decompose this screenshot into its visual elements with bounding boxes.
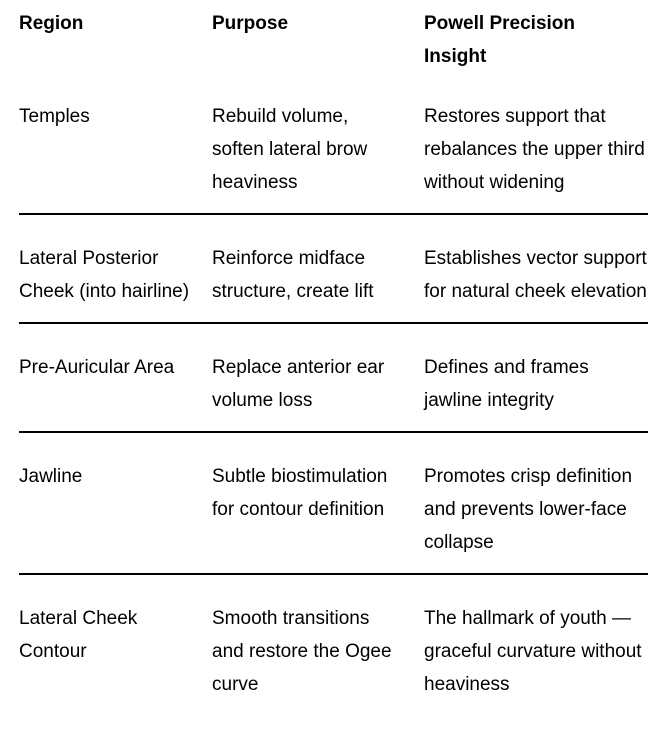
cell-region: Lateral Cheek Contour (19, 608, 138, 662)
table-row-lateral-posterior-cheek: Lateral Posterior Cheek (into hairline) … (19, 214, 648, 324)
cell-purpose: Smooth transitions and restore the Ogee … (212, 608, 392, 695)
cell-insight: Promotes crisp definition and prevents l… (424, 432, 648, 575)
cell-insight: Restores support that rebalances the upp… (424, 73, 648, 215)
table-row-lateral-cheek-contour: Lateral Cheek Contour Smooth transitions… (19, 574, 648, 715)
table-row-jawline: Jawline Subtle biostimulation for contou… (19, 432, 648, 575)
cell-purpose: Rebuild volume, soften lateral brow heav… (212, 73, 424, 215)
cell-region: Lateral Posterior Cheek (into hairline) (19, 214, 212, 324)
cell-insight: Defines and frames jawline integrity (424, 323, 648, 433)
cell-insight: The hallmark of youth — graceful curvatu… (424, 608, 642, 695)
cell-purpose: Reinforce midface structure, create lift (212, 214, 424, 324)
table-header-row: Region Purpose Powell Precision Insight (19, 0, 648, 73)
cell-insight: Establishes vector support for natural c… (424, 214, 648, 324)
cell-region: Temples (19, 73, 212, 215)
cell-region: Jawline (19, 432, 212, 575)
cell-purpose: Replace anterior ear volume loss (212, 323, 424, 433)
column-header-powell-precision-insight: Powell Precision Insight (424, 13, 575, 67)
table-row-temples: Temples Rebuild volume, soften lateral b… (19, 73, 648, 215)
table-row-pre-auricular-area: Pre-Auricular Area Replace anterior ear … (19, 323, 648, 433)
cell-region: Pre-Auricular Area (19, 323, 212, 433)
cell-purpose: Subtle biostimulation for contour defini… (212, 432, 424, 575)
column-header-region: Region (19, 13, 84, 34)
region-purpose-insight-table: Region Purpose Powell Precision Insight … (19, 0, 648, 715)
column-header-purpose: Purpose (212, 13, 289, 34)
